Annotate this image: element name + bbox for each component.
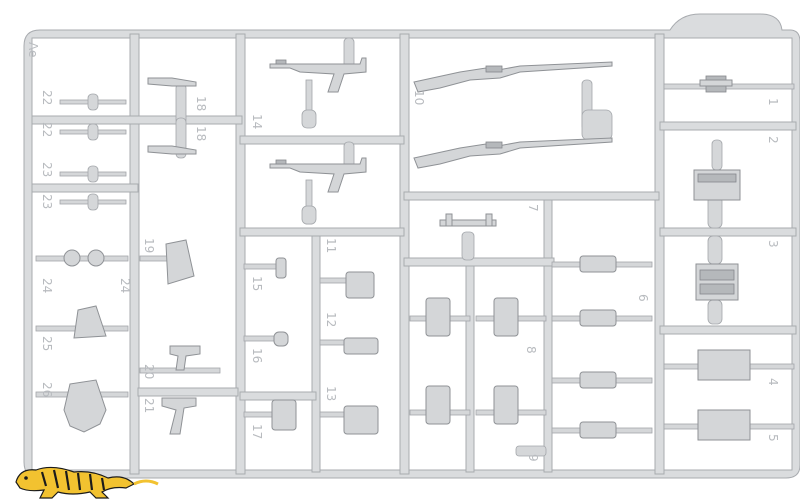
hrod-a — [31, 115, 243, 125]
vrod-1 — [129, 33, 140, 475]
part-number-16: 16 — [250, 348, 264, 364]
rifle-part-lower — [413, 137, 613, 169]
vrod-3 — [399, 33, 410, 475]
canteen-parts — [343, 271, 379, 435]
part-number-9: 9 — [526, 454, 540, 462]
hrod-j — [659, 325, 797, 335]
part-number-5: 5 — [766, 434, 780, 442]
ammo-pouch-row — [579, 255, 617, 439]
part-number-21: 21 — [142, 398, 156, 414]
holster-pistol-parts — [161, 239, 201, 435]
mesh-box-part — [695, 263, 739, 301]
helmet-parts — [63, 249, 107, 433]
part-number-20: 20 — [142, 364, 156, 380]
part-number-23: 23 — [40, 162, 54, 178]
part-number-12: 12 — [324, 312, 338, 328]
vrod-7 — [543, 195, 553, 473]
part-number-23b: 23 — [40, 194, 54, 210]
part-number-24: 24 — [40, 278, 54, 294]
part-number-4: 4 — [766, 378, 780, 386]
plate-part-5 — [697, 409, 751, 441]
part-number-15: 15 — [250, 276, 264, 292]
part-number-25: 25 — [40, 336, 54, 352]
outer-frame — [23, 13, 800, 479]
ammo-box-part — [693, 169, 741, 201]
part-number-8: 8 — [524, 346, 538, 354]
part-number-22: 22 — [40, 90, 54, 106]
plate-part-4 — [697, 349, 751, 381]
part-number-26: 26 — [40, 382, 54, 398]
sling-bracket-part — [439, 213, 497, 227]
part-number-22b: 22 — [40, 122, 54, 138]
rifle-part-upper — [413, 61, 613, 93]
bayonet-part — [147, 77, 197, 155]
hrod-c — [239, 135, 405, 145]
part-number-17: 17 — [250, 424, 264, 440]
small-clip-part — [699, 75, 733, 93]
part-number-14: 14 — [250, 114, 264, 130]
magazine-pouch-part — [425, 297, 519, 425]
frame-label: Ae — [26, 42, 40, 58]
part-number-13: 13 — [324, 386, 338, 402]
smg-part-upper — [269, 57, 367, 93]
vrod-4 — [654, 33, 665, 475]
part-number-1: 1 — [766, 98, 780, 106]
part-number-18b: 18 — [194, 126, 208, 142]
part-number-3: 3 — [766, 240, 780, 248]
hrod-h — [659, 121, 797, 131]
hrod-f — [403, 257, 555, 267]
tiger-icon — [15, 466, 159, 499]
part-number-11: 11 — [324, 238, 338, 254]
hrod-e — [403, 191, 660, 201]
part-number-24b: 24 — [118, 278, 132, 294]
part-number-10: 10 — [412, 90, 426, 106]
hrod-k — [239, 391, 317, 401]
part-number-2: 2 — [766, 136, 780, 144]
vrod-5 — [311, 231, 321, 473]
hrod-d — [239, 227, 405, 237]
part-number-19: 19 — [142, 238, 156, 254]
part-number-7: 7 — [526, 204, 540, 212]
vrod-2 — [235, 33, 246, 475]
hrod-g — [137, 387, 239, 397]
hrod-i — [659, 227, 797, 237]
smg-part-lower — [269, 157, 367, 193]
small-gear-parts — [271, 257, 297, 431]
part-number-18: 18 — [194, 96, 208, 112]
part-number-6: 6 — [636, 294, 650, 302]
vrod-6 — [465, 261, 475, 473]
hrod-b — [31, 183, 139, 193]
